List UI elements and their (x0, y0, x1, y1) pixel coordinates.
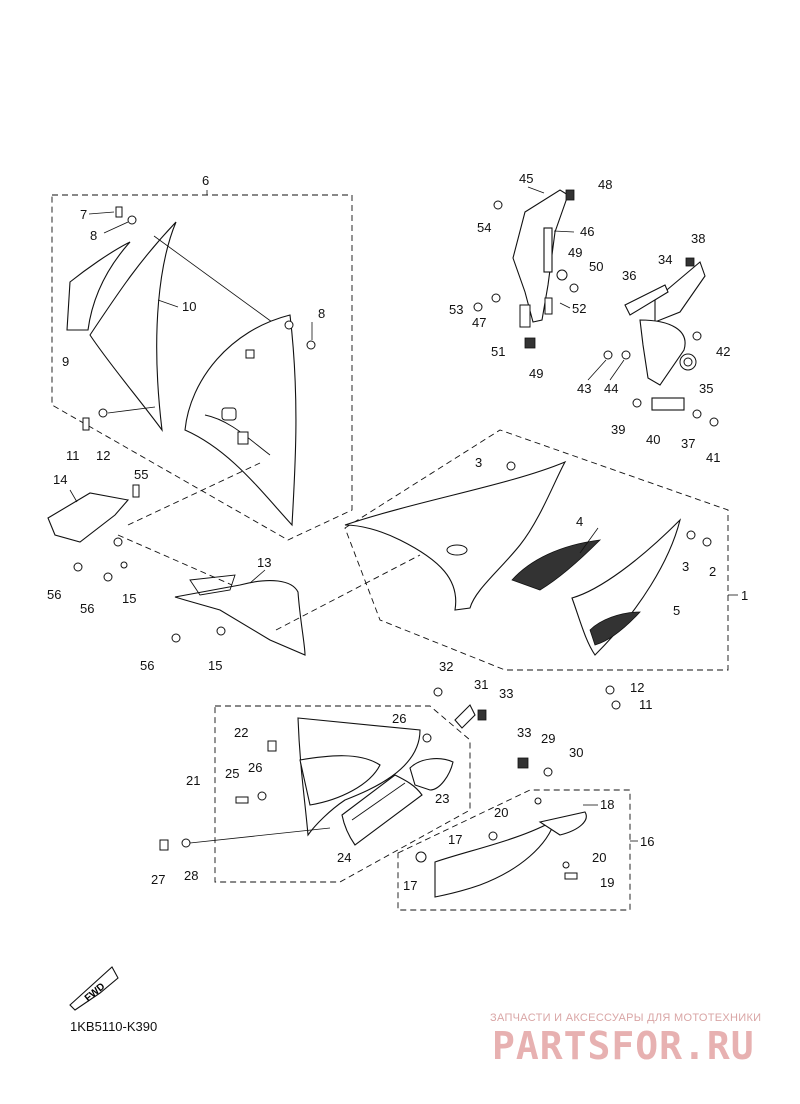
callout-30: 30 (569, 745, 583, 760)
callout-17: 17 (403, 878, 417, 893)
callout-32: 32 (439, 659, 453, 674)
callout-1: 1 (741, 588, 748, 603)
callout-26: 26 (392, 711, 406, 726)
callout-28: 28 (184, 868, 198, 883)
callout-12: 12 (630, 680, 644, 695)
callout-33: 33 (499, 686, 513, 701)
callout-3: 3 (475, 455, 482, 470)
callout-53: 53 (449, 302, 463, 317)
group-6-upper-cowl (51, 190, 353, 541)
group-34-44-mirror-stay (587, 257, 719, 427)
callout-23: 23 (435, 791, 449, 806)
callout-52: 52 (572, 301, 586, 316)
callout-5: 5 (673, 603, 680, 618)
callout-25: 25 (225, 766, 239, 781)
callout-26: 26 (248, 760, 262, 775)
callout-56: 56 (140, 658, 154, 673)
callout-14: 14 (53, 472, 67, 487)
callout-41: 41 (706, 450, 720, 465)
callout-18: 18 (600, 797, 614, 812)
callout-51: 51 (491, 344, 505, 359)
callout-9: 9 (62, 354, 69, 369)
callout-44: 44 (604, 381, 618, 396)
callout-42: 42 (716, 344, 730, 359)
callout-3: 3 (682, 559, 689, 574)
callout-13: 13 (257, 555, 271, 570)
callout-49: 49 (568, 245, 582, 260)
callout-29: 29 (541, 731, 555, 746)
callout-37: 37 (681, 436, 695, 451)
callout-48: 48 (598, 177, 612, 192)
group-13-14-brackets (47, 462, 421, 656)
callout-12: 12 (96, 448, 110, 463)
callout-49: 49 (529, 366, 543, 381)
callout-34: 34 (658, 252, 672, 267)
callout-38: 38 (691, 231, 705, 246)
watermark-tagline: ЗАПЧАСТИ И АКСЕССУАРЫ ДЛЯ МОТОТЕХНИКИ (490, 1012, 762, 1024)
callout-15: 15 (208, 658, 222, 673)
callout-22: 22 (234, 725, 248, 740)
callout-8: 8 (90, 228, 97, 243)
callout-21: 21 (186, 773, 200, 788)
callout-16: 16 (640, 834, 654, 849)
callout-36: 36 (622, 268, 636, 283)
callout-20: 20 (592, 850, 606, 865)
diagram-code: 1KB5110-K390 (70, 1019, 158, 1034)
watermark-logo: PARTSFOR.RU (492, 1024, 755, 1068)
callout-54: 54 (477, 220, 491, 235)
callout-8: 8 (318, 306, 325, 321)
callout-7: 7 (80, 207, 87, 222)
callout-6: 6 (202, 173, 209, 188)
callout-33: 33 (517, 725, 531, 740)
callout-35: 35 (699, 381, 713, 396)
callout-10: 10 (182, 299, 196, 314)
callout-15: 15 (122, 591, 136, 606)
callout-47: 47 (472, 315, 486, 330)
callout-40: 40 (646, 432, 660, 447)
callouts: 6 7 8 8 9 10 11 12 14 55 56 56 15 13 56 … (47, 171, 748, 893)
callout-43: 43 (577, 381, 591, 396)
callout-45: 45 (519, 171, 533, 186)
callout-50: 50 (589, 259, 603, 274)
callout-4: 4 (576, 514, 583, 529)
callout-11: 11 (639, 697, 653, 712)
callout-56: 56 (80, 601, 94, 616)
callout-20: 20 (494, 805, 508, 820)
group-21-under-cowl (159, 705, 471, 883)
group-16-lower-cowl (397, 687, 638, 911)
callout-55: 55 (134, 467, 148, 482)
callout-39: 39 (611, 422, 625, 437)
callout-24: 24 (337, 850, 351, 865)
callout-2: 2 (709, 564, 716, 579)
callout-27: 27 (151, 872, 165, 887)
callout-31: 31 (474, 677, 488, 692)
group-1-side-cowl (344, 429, 738, 710)
callout-17: 17 (448, 832, 462, 847)
callout-56: 56 (47, 587, 61, 602)
callout-46: 46 (580, 224, 594, 239)
group-45-54-inner-bracket (473, 186, 579, 349)
callout-19: 19 (600, 875, 614, 890)
callout-11: 11 (66, 448, 80, 463)
fwd-arrow-icon: FWD (69, 966, 119, 1011)
